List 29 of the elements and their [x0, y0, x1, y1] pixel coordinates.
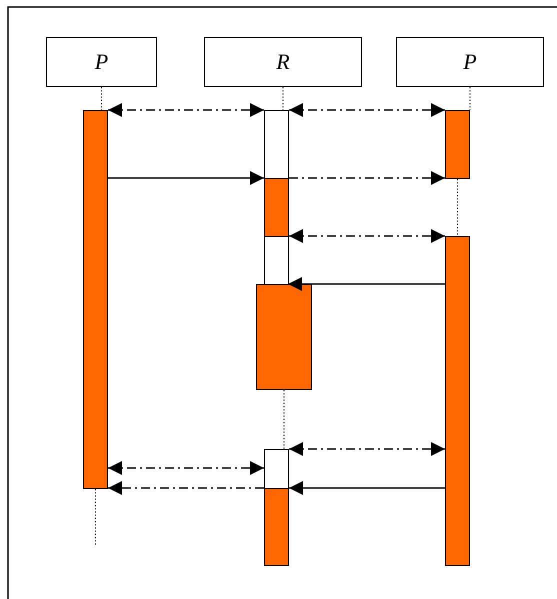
activation-bar — [83, 110, 108, 489]
message-arrow — [288, 277, 445, 291]
message-arrow — [108, 103, 264, 117]
participant-name: R — [276, 49, 290, 75]
message-arrow — [289, 229, 445, 243]
participant-box — [204, 37, 362, 87]
activation-bar — [264, 236, 289, 286]
participant-name: P — [463, 49, 477, 75]
message-arrow — [108, 481, 264, 495]
message-arrow — [289, 481, 445, 495]
message-arrow — [289, 442, 445, 456]
activation-bar — [445, 110, 470, 179]
message-arrow — [289, 103, 445, 117]
activation-bar — [264, 110, 289, 179]
participant-box — [396, 37, 544, 87]
lifeline — [282, 86, 284, 110]
participant-box — [46, 37, 157, 87]
lifeline — [101, 86, 102, 110]
lifeline — [95, 488, 96, 546]
activation-bar — [256, 284, 312, 390]
message-arrow — [108, 171, 264, 185]
activation-bar — [264, 488, 289, 566]
lifeline — [457, 178, 458, 236]
participant-name: P — [94, 49, 108, 75]
message-arrow — [289, 171, 445, 185]
message-arrow — [108, 461, 264, 475]
activation-bar — [264, 449, 289, 489]
activation-bar — [445, 236, 470, 566]
activation-bar — [264, 178, 289, 237]
